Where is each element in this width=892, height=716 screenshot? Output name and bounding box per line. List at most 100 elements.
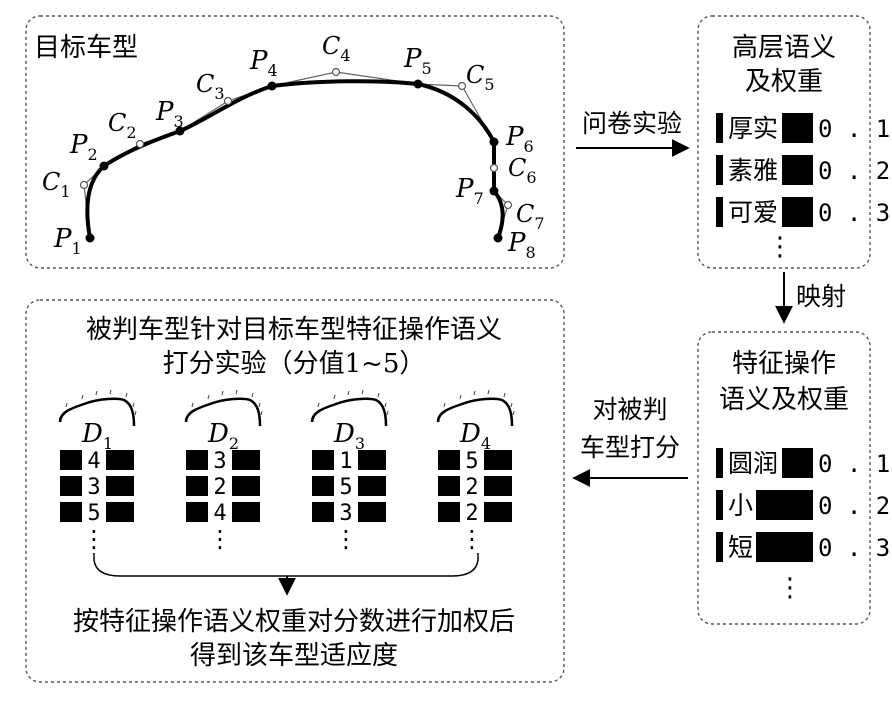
c3-label: C3 [196, 70, 225, 103]
c4-label: C4 [322, 32, 351, 65]
score-bar-right [232, 476, 260, 496]
mini-car-curve [436, 389, 515, 427]
design-label: D4 [459, 419, 491, 453]
score-bar-right [358, 450, 386, 470]
row-bar-left [716, 448, 723, 478]
row-bar-left [716, 155, 723, 185]
semantic-word: 素雅 [728, 156, 778, 185]
feature-word: 圆润 [728, 449, 778, 478]
score-bar-left [312, 502, 334, 522]
p8-label: P8 [507, 228, 536, 262]
p8-point [493, 233, 503, 243]
semantic-row: 可爱 0 . 3 [716, 197, 890, 227]
p6-point [489, 137, 499, 147]
p1-point [85, 233, 95, 243]
row-bar-right [782, 197, 813, 227]
c7-point [503, 200, 513, 210]
c5-label: C5 [466, 61, 495, 94]
design-more: ⋮ [460, 525, 484, 553]
feature-more: ⋮ [777, 573, 803, 603]
c5-point [457, 81, 467, 91]
semantic-more: ⋮ [767, 232, 793, 262]
score-bar-left [312, 450, 334, 470]
p4-label: P4 [249, 46, 278, 80]
score-bar-left [438, 476, 460, 496]
feature-weight: 0 . 2 [818, 492, 890, 520]
row-bar-right [756, 490, 813, 520]
c4-point [331, 67, 341, 77]
row-bar-right [782, 448, 813, 478]
p6-label: P6 [505, 122, 534, 156]
c7-label: C7 [516, 200, 545, 233]
score-bar-right [106, 450, 134, 470]
p7-point [489, 186, 499, 196]
p1-label: P1 [53, 224, 82, 258]
scoring-title-2: 打分实验（分值1~5） [163, 349, 426, 379]
semantic-weight: 0 . 1 [818, 115, 890, 143]
feature-row: 小 0 . 2 [716, 490, 890, 520]
scoring-box: 被判车型针对目标车型特征操作语义 打分实验（分值1~5） D1435⋮D2324… [25, 299, 565, 683]
score-value: 2 [465, 501, 478, 526]
score-bar-right [106, 502, 134, 522]
score-bar-right [484, 450, 512, 470]
semantic-title-2: 及权重 [745, 67, 823, 97]
score-bar-left [438, 502, 460, 522]
score-bar-left [186, 450, 208, 470]
score-bar-left [60, 502, 82, 522]
feature-word: 小 [728, 491, 753, 520]
summary-bracket [93, 553, 479, 596]
row-bar-right [756, 532, 813, 562]
design-more: ⋮ [334, 525, 358, 553]
score-arrow: 对被判 车型打分 [572, 395, 688, 487]
semantic-title-1: 高层语义 [732, 33, 836, 63]
p5-point [413, 79, 423, 89]
c1-label: C1 [42, 168, 71, 201]
score-value: 4 [87, 449, 100, 474]
score-bar-left [186, 502, 208, 522]
score-value: 5 [465, 449, 478, 474]
score-bar-left [60, 476, 82, 496]
score-bar-right [358, 476, 386, 496]
c2-label: C2 [108, 109, 137, 142]
score-bar-left [312, 476, 334, 496]
p5-label: P5 [403, 44, 432, 78]
score-bar-right [232, 450, 260, 470]
p2-point [99, 161, 109, 171]
c6-label: C6 [508, 154, 537, 187]
target-car-curve [85, 79, 505, 239]
semantic-weight: 0 . 3 [818, 199, 890, 227]
score-bar-right [358, 502, 386, 522]
score-value: 3 [87, 475, 100, 500]
scoring-bottom-2: 得到该车型适应度 [190, 641, 398, 671]
score-value: 5 [339, 475, 352, 500]
mapping-arrow: 映射 [775, 272, 846, 324]
feature-title-1: 特征操作 [732, 349, 836, 379]
c-points [79, 67, 513, 210]
row-bar-left [716, 197, 723, 227]
design-label: D1 [81, 419, 113, 453]
feature-word: 短 [728, 533, 753, 562]
row-bar-left [716, 532, 723, 562]
scoring-bottom-1: 按特征操作语义权重对分数进行加权后 [73, 607, 515, 637]
feature-title-2: 语义及权重 [719, 385, 849, 415]
design-label: D2 [207, 419, 239, 453]
control-polygon [83, 71, 509, 239]
score-value: 2 [465, 475, 478, 500]
target-car-box: 目标车型 P1 [25, 15, 565, 269]
score-value: 1 [339, 449, 352, 474]
semantic-word: 可爱 [728, 198, 778, 227]
score-bar-right [484, 476, 512, 496]
p7-label: P7 [455, 174, 484, 208]
p4-point [267, 81, 277, 91]
survey-arrow: 问卷实验 [576, 109, 690, 157]
score-value: 3 [339, 501, 352, 526]
score-bar-left [438, 450, 460, 470]
